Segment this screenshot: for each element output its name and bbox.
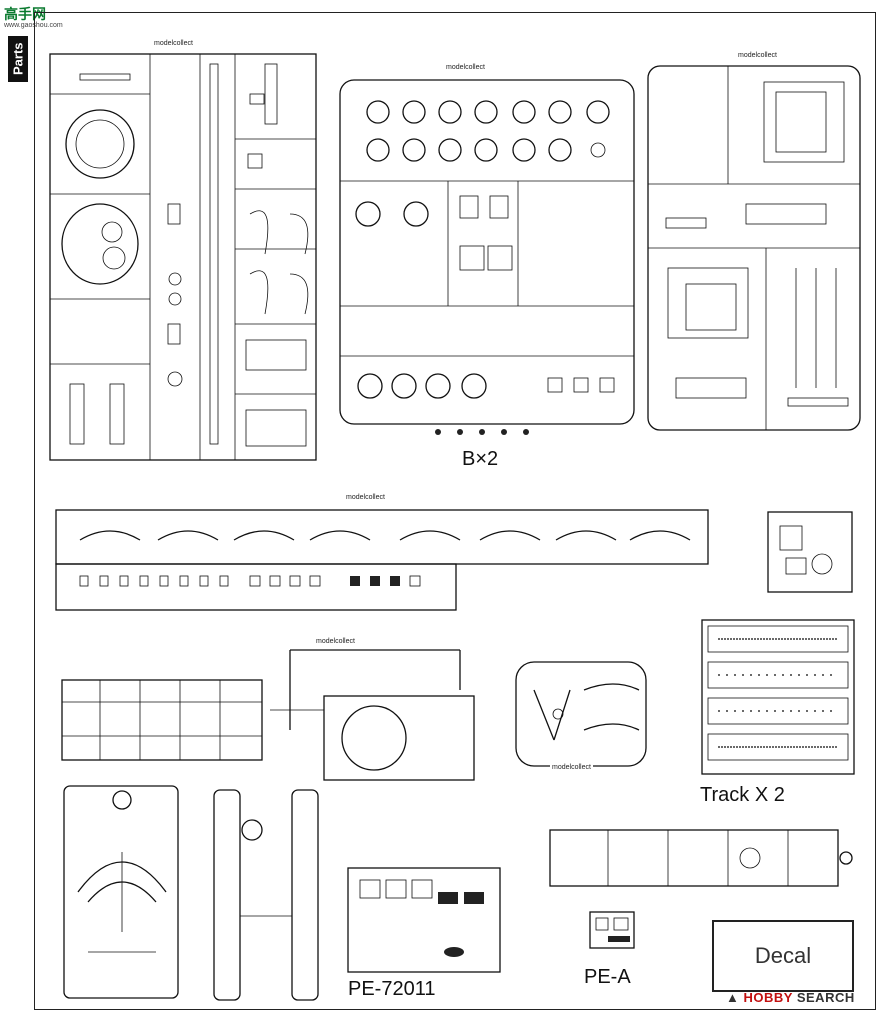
logo-url: www.gaoshou.com	[4, 22, 63, 29]
sprue-c-tag: modelcollect	[736, 52, 779, 59]
sprue-l	[63, 785, 179, 999]
sprue-k	[515, 661, 647, 767]
sprue-c2-tag: modelcollect	[344, 494, 387, 501]
logo-brand: 高手网	[4, 6, 46, 22]
sprue-d	[767, 511, 853, 593]
sprue-e	[270, 649, 475, 781]
side-skirt-sprue	[213, 789, 319, 1001]
sprue-b-tag: modelcollect	[444, 64, 487, 71]
hobbysearch-watermark: ▲ HOBBY SEARCH	[726, 990, 855, 1005]
road-wheels-row-1	[366, 100, 610, 124]
decal-sheet: Decal	[712, 920, 854, 992]
road-wheels-row-2	[366, 138, 606, 162]
watermark-suffix: SEARCH	[796, 990, 855, 1005]
parts-side-tab: Parts	[8, 36, 28, 82]
sprue-j	[549, 829, 853, 887]
hull-lower-part	[61, 679, 263, 761]
pe-a-fret	[589, 911, 635, 949]
sprue-c2	[55, 509, 709, 611]
small-parts-row	[79, 575, 421, 587]
watermark-prefix: ▲	[726, 990, 740, 1005]
pe-a-label: PE-A	[584, 966, 631, 988]
sprue-k-tag: modelcollect	[550, 764, 593, 771]
sprue-a	[49, 53, 317, 461]
sprue-a-tag: modelcollect	[152, 40, 195, 47]
pe-set-fret	[347, 867, 501, 973]
track-sprue	[701, 619, 855, 775]
parts-frame	[34, 12, 876, 1010]
sprue-b	[339, 79, 635, 435]
track-count-label: Track X 2	[700, 784, 785, 806]
pe-set-label: PE-72011	[348, 978, 436, 1000]
site-logo: 高手网 www.gaoshou.com	[4, 4, 63, 29]
sprue-e-tag: modelcollect	[314, 638, 357, 645]
watermark-brand: HOBBY	[743, 990, 793, 1005]
sprue-b-count-label: B×2	[462, 448, 499, 470]
sprue-c	[647, 65, 861, 431]
